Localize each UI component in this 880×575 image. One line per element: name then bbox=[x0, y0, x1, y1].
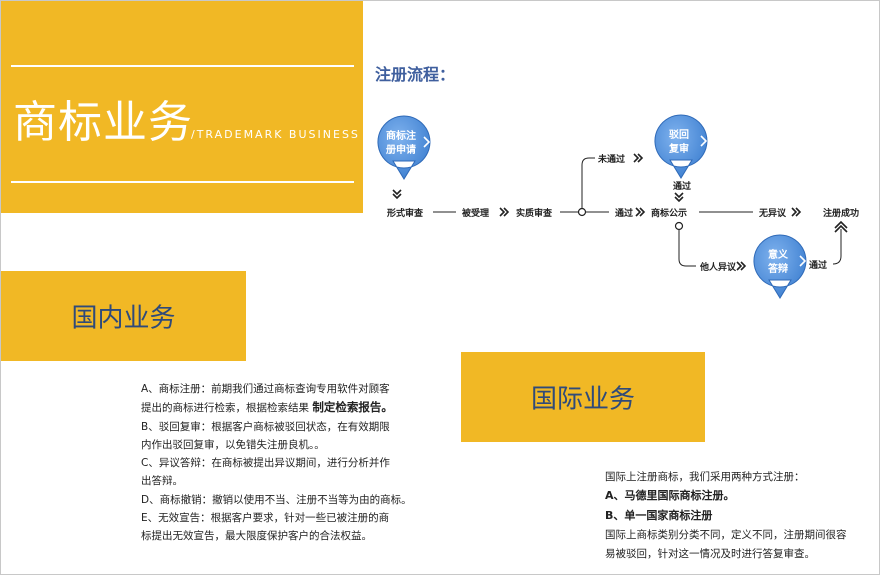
label-passed-main: 通过 bbox=[615, 207, 633, 219]
down-chevron-icon bbox=[392, 189, 402, 199]
bubble-arrow-icon bbox=[799, 255, 807, 267]
node-substantive-review: 实质审查 bbox=[516, 207, 553, 219]
list-item: D、商标撤销：撤销以使用不当、注册不当等为由的商标。 bbox=[141, 493, 412, 506]
right-chevron-icon bbox=[633, 153, 643, 163]
bubble-arrow-icon bbox=[423, 136, 431, 148]
hero-banner: 商标业务 /TRADEMARK BUSINESS bbox=[1, 1, 363, 213]
bubble-apply-line2: 册申请 bbox=[386, 143, 416, 156]
hero-subtitle: /TRADEMARK BUSINESS bbox=[191, 128, 360, 141]
node-registration-success: 注册成功 bbox=[823, 207, 859, 219]
label-third-party-objection: 他人异议 bbox=[699, 261, 737, 273]
international-title: 国际业务 bbox=[530, 384, 635, 415]
hero-title: 商标业务 bbox=[13, 97, 193, 148]
flow-title: 注册流程： bbox=[375, 65, 456, 84]
node-announcement: 商标公示 bbox=[651, 207, 687, 219]
right-chevron-icon bbox=[499, 207, 509, 217]
list-item: B、驳回复审：根据客户商标被驳回状态，在有效期限内作出驳回复审，以免错失注册良机… bbox=[141, 420, 390, 451]
down-chevron-icon bbox=[674, 192, 684, 202]
domestic-services-list: A、商标注册：前期我们通过商标查询专用软件对顾客提出的商标进行检索，根据检索结果… bbox=[141, 380, 416, 546]
bubble-trademark-application: 商标注 册申请 bbox=[377, 115, 431, 180]
international-section-header: 国际业务 bbox=[461, 352, 705, 442]
label-no-objection: 无异议 bbox=[758, 207, 787, 219]
international-services-text: 国际上注册商标，我们采用两种方式注册： A、马德里国际商标注册。 B、单一国家商… bbox=[605, 468, 865, 563]
right-chevron-icon bbox=[791, 207, 801, 217]
list-item: E、无效宣告：根据客户要求，针对一些已被注册的商标提出无效宣告，最大限度保护客户… bbox=[141, 512, 390, 543]
bubble-reexam-line1: 驳回 bbox=[669, 128, 689, 141]
registration-flow-diagram: 商标注 册申请 驳回 复审 意义 答辩 形式审查 被受理 实质审查 通过 商标公… bbox=[377, 114, 859, 299]
bubble-objection-line2: 答辩 bbox=[767, 262, 788, 275]
list-item: C、异议答辩：在商标被提出异议期间，进行分析并作出答辩。 bbox=[141, 457, 390, 488]
domestic-title: 国内业务 bbox=[71, 303, 176, 334]
bubble-objection-line1: 意义 bbox=[768, 248, 789, 261]
bubble-rejection-reexamination: 驳回 复审 bbox=[654, 114, 708, 179]
bubble-reexam-line2: 复审 bbox=[668, 142, 689, 155]
label-passed-reexam: 通过 bbox=[673, 180, 691, 192]
domestic-section-header: 国内业务 bbox=[1, 271, 246, 361]
node-formal-review: 形式审查 bbox=[387, 207, 424, 219]
hero-top-rule bbox=[11, 65, 354, 67]
up-chevron-icon bbox=[834, 220, 848, 233]
emphasis-text: 制定检索报告。 bbox=[312, 400, 393, 415]
node-accepted: 被受理 bbox=[462, 207, 489, 219]
bubble-arrow-icon bbox=[700, 135, 708, 147]
note-text: 国际上商标类别分类不同，定义不同，注册期间很容易被驳回，针对这一情况及时进行答复… bbox=[605, 529, 847, 560]
label-not-passed: 未通过 bbox=[597, 153, 625, 165]
option-single-country: B、单一国家商标注册 bbox=[605, 509, 713, 523]
label-passed-objection: 通过 bbox=[809, 259, 827, 271]
right-chevron-icon bbox=[635, 207, 645, 217]
right-chevron-icon bbox=[736, 261, 746, 271]
bubble-objection-response: 意义 答辩 bbox=[753, 234, 807, 299]
intro-text: 国际上注册商标，我们采用两种方式注册： bbox=[605, 471, 805, 483]
bubble-apply-line1: 商标注 bbox=[386, 129, 416, 142]
hero-bottom-rule bbox=[11, 181, 354, 183]
junction-node bbox=[577, 207, 587, 217]
junction-node bbox=[674, 221, 684, 231]
option-madrid: A、马德里国际商标注册。 bbox=[605, 489, 735, 503]
list-item: A、商标注册：前期我们通过商标查询专用软件对顾客提出的商标进行检索，根据检索结果… bbox=[141, 383, 393, 415]
